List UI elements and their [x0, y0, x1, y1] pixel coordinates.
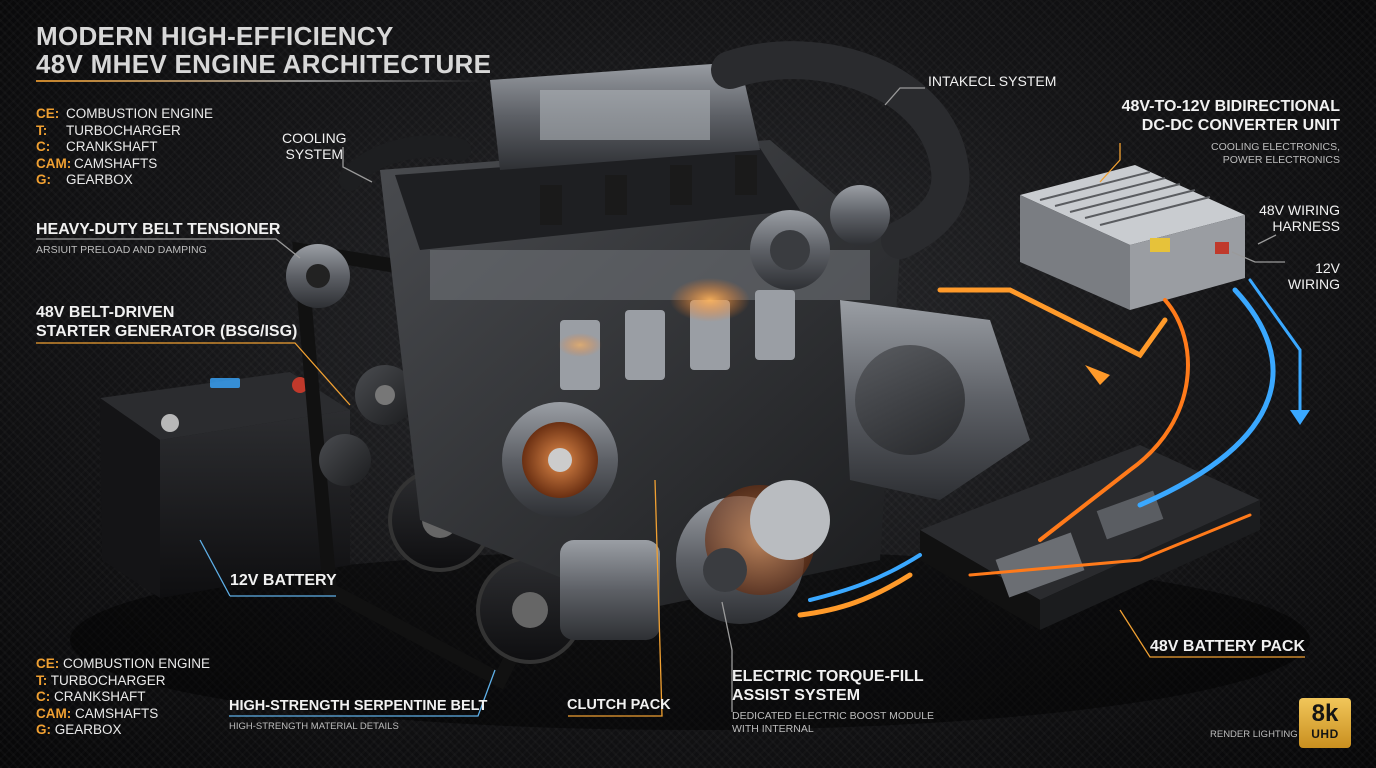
- label-sub: WITH INTERNAL: [732, 723, 814, 735]
- legend-row: CE: COMBUSTION ENGINE: [36, 106, 213, 123]
- legend-value: TURBOCHARGER: [50, 672, 166, 688]
- label-dcdc-converter: 48V-to-12V BIDIRECTIONAL DC-DC CONVERTER…: [1122, 97, 1340, 167]
- legend-bottom: CE: COMBUSTION ENGINE T: TURBOCHARGER C:…: [36, 656, 210, 739]
- legend-value: CRANKSHAFT: [54, 689, 146, 704]
- label-line: SYSTEM: [285, 146, 344, 162]
- turbocharger-shape: [750, 185, 890, 290]
- legend-key: G:: [36, 722, 51, 737]
- label-line: STARTER GENERATOR (BSG/ISG): [36, 323, 298, 340]
- legend-row: CAM: CAMSHAFTS: [36, 706, 210, 723]
- label-sub: DEDICATED ELECTRIC BOOST MODULE: [732, 710, 935, 722]
- legend-key: CE:: [36, 106, 60, 121]
- label-torque-fill: ELECTRIC TORQUE-FILL ASSIST SYSTEM DEDIC…: [732, 667, 934, 736]
- legend-row: C: CRANKSHAFT: [36, 139, 213, 156]
- label-belt-tensioner: HEAVY-DUTY BELT TENSIONER ARSIUIT PRELOA…: [36, 220, 280, 257]
- dcdc-converter-shape: [1020, 165, 1245, 310]
- label-12v-wiring: 12V WIRING: [1288, 260, 1340, 292]
- legend-value: TURBOCHARGER: [66, 122, 181, 138]
- label-12v-battery: 12V BATTERY: [230, 572, 337, 589]
- torque-fill-motor-shape: [676, 480, 830, 624]
- legend-row: CE: COMBUSTION ENGINE: [36, 656, 210, 673]
- intake-pipe-shape: [711, 41, 970, 259]
- label-48v-wiring-harness: 48V WIRING HARNESS: [1259, 202, 1340, 234]
- label-line: 12V: [1315, 260, 1340, 276]
- legend-row: T: TURBOCHARGER: [36, 123, 213, 140]
- legend-row: C: CRANKSHAFT: [36, 689, 210, 706]
- legend-key: T:: [36, 122, 48, 138]
- title-underline: [36, 80, 482, 82]
- title-line-1: MODERN HIGH-EFFICIENCY: [36, 21, 394, 51]
- label-serpentine-belt: HIGH-STRENGTH SERPENTINE BELT HIGH-STREN…: [229, 697, 487, 733]
- label-cooling-system: COOLING SYSTEM: [282, 130, 347, 162]
- gearbox-shape: [840, 300, 1030, 500]
- legend-key: CAM:: [36, 705, 72, 721]
- compressor-shape: [560, 540, 660, 640]
- legend-key: G:: [36, 172, 51, 187]
- label-line: ELECTRIC TORQUE-FILL: [732, 668, 924, 685]
- label-48v-battery-pack: 48V BATTERY PACK: [1150, 638, 1305, 655]
- legend-key: CAM:: [36, 155, 72, 171]
- legend-top: CE: COMBUSTION ENGINE T: TURBOCHARGER C: CR…: [36, 106, 213, 189]
- label-bsg: 48V BELT-DRIVEN STARTER GENERATOR (BSG/I…: [36, 303, 297, 341]
- badge-line-2: UHD: [1311, 727, 1339, 741]
- legend-key: CE:: [36, 656, 60, 671]
- label-line: DC-DC CONVERTER UNIT: [1141, 117, 1340, 134]
- label-line: ASSIST SYSTEM: [732, 687, 861, 704]
- label-line: HARNESS: [1272, 218, 1340, 234]
- legend-row: T: TURBOCHARGER: [36, 673, 210, 690]
- legend-value: CAMSHAFTS: [74, 155, 158, 171]
- legend-value: COMBUSTION ENGINE: [63, 656, 211, 671]
- resolution-badge: 8k UHD: [1299, 698, 1351, 748]
- label-line: COOLING: [282, 130, 347, 146]
- legend-key: C:: [36, 139, 51, 154]
- legend-key: C:: [36, 689, 51, 704]
- label-title: HEAVY-DUTY BELT TENSIONER: [36, 221, 281, 238]
- power-flow-shape: [797, 278, 1310, 618]
- legend-value: GEARBOX: [54, 722, 122, 737]
- legend-value: CAMSHAFTS: [75, 705, 159, 721]
- legend-key: T:: [36, 672, 48, 688]
- label-sub: ARSIUIT PRELOAD AND DAMPING: [36, 244, 207, 256]
- label-line: WIRING: [1287, 276, 1340, 292]
- bsg-shape: [502, 402, 618, 518]
- legend-row: CAM:CAMSHAFTS: [36, 156, 213, 173]
- label-render-lighting: RENDER LIGHTING: [1210, 729, 1298, 740]
- label-intake-system: INTAKECL SYSTEM: [928, 73, 1057, 89]
- legend-value: CRANKSHAFT: [66, 139, 158, 154]
- page-title: MODERN HIGH-EFFICIENCY 48V MHEV ENGINE A…: [36, 22, 491, 78]
- legend-value: COMBUSTION ENGINE: [66, 106, 214, 121]
- label-title: HIGH-STRENGTH SERPENTINE BELT: [229, 698, 488, 714]
- label-sub: HIGH-STRENGTH MATERIAL DETAILS: [229, 721, 399, 732]
- title-line-2: 48V MHEV ENGINE ARCHITECTURE: [36, 49, 492, 79]
- label-clutch-pack: CLUTCH PACK: [567, 697, 671, 713]
- label-sub: COOLING ELECTRONICS,: [1211, 141, 1340, 153]
- leader-lines: [36, 87, 1305, 717]
- label-line: 48V BELT-DRIVEN: [36, 304, 175, 321]
- badge-line-1: 8k: [1311, 700, 1339, 727]
- legend-value: GEARBOX: [66, 172, 133, 187]
- label-line: 48V WIRING: [1259, 202, 1340, 218]
- battery-12v-shape: [100, 372, 350, 598]
- label-line: 48V-to-12V BIDIRECTIONAL: [1121, 98, 1340, 115]
- legend-row: G: GEARBOX: [36, 722, 210, 739]
- legend-row: G: GEARBOX: [36, 172, 213, 189]
- label-sub: POWER ELECTRONICS: [1222, 154, 1340, 166]
